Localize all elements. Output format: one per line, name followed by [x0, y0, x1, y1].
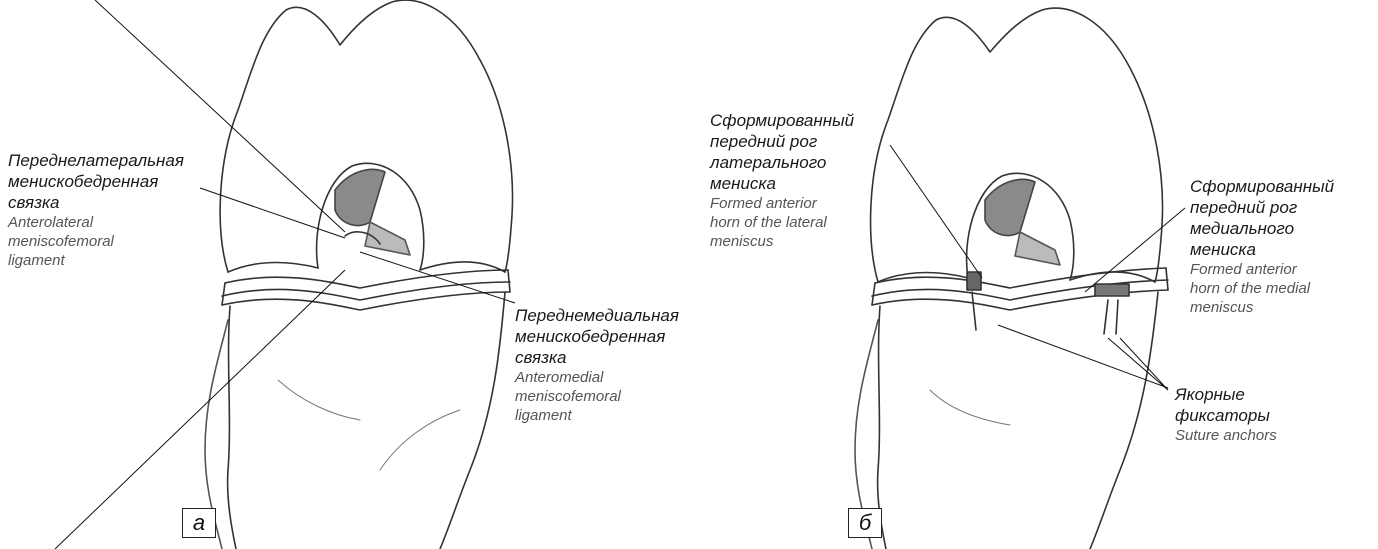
label-anteromedial-ru: Переднемедиальная менискобедренная связк… — [515, 305, 679, 368]
label-anteromedial-en: Anteromedial meniscofemoral ligament — [515, 368, 679, 425]
meniscus-band-a — [225, 270, 508, 288]
label-anterolateral-ru: Переднелатеральная менискобедренная связ… — [8, 150, 184, 213]
label-medial-horn: Сформированный передний рог медиального … — [1190, 176, 1334, 317]
tibia-outline-a — [228, 306, 236, 549]
knee-drawing-b — [855, 8, 1168, 549]
label-suture-anchors: Якорные фиксаторы Suture anchors — [1175, 384, 1277, 445]
cruciate-shadow-b — [985, 179, 1035, 235]
label-suture-anchors-en: Suture anchors — [1175, 426, 1277, 445]
anchor-lateral — [967, 272, 981, 290]
panel-letter-b: б — [848, 508, 882, 538]
label-anterolateral: Переднелатеральная менискобедренная связ… — [8, 150, 184, 270]
label-lateral-horn-ru: Сформированный передний рог латерального… — [710, 110, 854, 194]
leader-lines-b — [890, 145, 1185, 390]
label-suture-anchors-ru: Якорные фиксаторы — [1175, 384, 1277, 426]
anchor-medial — [1095, 284, 1129, 296]
label-medial-horn-ru: Сформированный передний рог медиального … — [1190, 176, 1334, 260]
label-anteromedial: Переднемедиальная менискобедренная связк… — [515, 305, 679, 425]
panel-letter-a: а — [182, 508, 216, 538]
knee-drawing-a — [205, 0, 513, 549]
femur-outline-b — [871, 8, 1163, 282]
label-lateral-horn: Сформированный передний рог латерального… — [710, 110, 854, 251]
cruciate-shadow-a — [335, 169, 385, 225]
label-anterolateral-en: Anterolateral meniscofemoral ligament — [8, 213, 184, 270]
label-medial-horn-en: Formed anterior horn of the medial menis… — [1190, 260, 1334, 317]
label-lateral-horn-en: Formed anterior horn of the lateral meni… — [710, 194, 854, 251]
femur-outline-a — [220, 0, 512, 272]
